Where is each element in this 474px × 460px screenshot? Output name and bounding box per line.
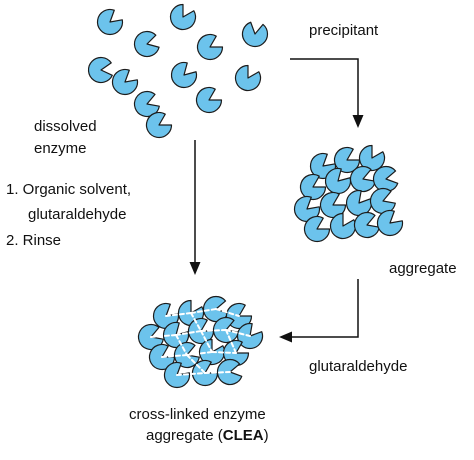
crosslink-bond [225, 329, 251, 337]
crosslink-bond [190, 312, 202, 332]
aggregate-enzyme-icon [345, 189, 373, 217]
aggregate-enzyme-icon [353, 211, 380, 239]
dissolved-label: dissolved [34, 118, 97, 135]
step-1-label: 1. Organic solvent, [6, 181, 132, 198]
crosslink-bond [211, 351, 237, 354]
glutaraldehyde-arrow-icon [292, 279, 359, 338]
dissolved-enzyme-icon [111, 68, 139, 96]
clea-caption-suffix: ) [263, 427, 269, 444]
aggregate-enzyme-icon [293, 195, 321, 223]
aggregate-enzyme-group [293, 144, 404, 243]
crosslink-bond [225, 329, 237, 354]
dissolved-enzyme-icon [145, 111, 173, 139]
dissolved-enzyme-icon [170, 61, 198, 89]
crosslink-bond [150, 334, 177, 338]
aggregate-enzyme-icon [369, 187, 396, 215]
dissolved-enzyme-icon [234, 64, 262, 92]
crosslink-bond [186, 351, 213, 356]
arrow-group [189, 58, 364, 343]
clea-caption-prefix: aggregate ( [146, 427, 223, 444]
crosslink-bond [190, 308, 217, 314]
crosslink-bond [175, 334, 188, 356]
dissolved-enzyme-group [87, 3, 269, 139]
dissolved-enzyme-icon [169, 3, 197, 31]
crosslink-bond [165, 312, 192, 317]
crosslink-bond [186, 354, 206, 374]
dissolved-enzyme-icon [195, 86, 223, 114]
dissolved-enzyme-icon [96, 8, 124, 36]
enzyme-label: enzyme [34, 140, 87, 157]
aggregate-enzyme-icon [349, 165, 376, 193]
aggregate-label: aggregate [389, 260, 457, 277]
precipitant-arrow-icon [290, 58, 359, 115]
aggregate-enzyme-icon [299, 173, 327, 201]
crosslink-bond [215, 308, 240, 317]
precipitant-label: precipitant [309, 22, 379, 39]
aggregate-enzyme-icon [303, 215, 331, 243]
step-1-reagent-label: glutaraldehyde [28, 206, 127, 223]
step-2-label: 2. Rinse [6, 232, 62, 249]
dissolved-enzyme-icon [241, 21, 269, 48]
crosslink-group [150, 308, 251, 376]
precipitant-arrowhead-icon [352, 115, 364, 128]
crosslink-bond [176, 372, 206, 376]
glutaraldehyde-label: glutaraldehyde [309, 358, 408, 375]
clea-caption-line-1: cross-linked enzyme [129, 406, 266, 423]
crosslink-bond [200, 329, 227, 332]
aggregate-enzyme-icon [324, 167, 352, 195]
dissolved-enzyme-icon [133, 30, 160, 58]
aggregate-enzyme-icon [329, 212, 357, 240]
aggregate-enzyme-icon [372, 165, 399, 193]
crosslink-bond [175, 330, 202, 336]
dissolved-enzyme-icon [196, 33, 224, 61]
clea-acronym: CLEA [222, 427, 264, 444]
crosslink-bond [161, 354, 188, 358]
glutaraldehyde-arrowhead-icon [279, 331, 292, 343]
aggregate-enzyme-icon [333, 146, 361, 174]
crosslink-bond [200, 330, 213, 353]
crosslink-arrowhead-icon [189, 262, 201, 275]
aggregate-enzyme-icon [376, 209, 404, 237]
aggregate-enzyme-icon [319, 191, 347, 219]
crosslink-bond [204, 371, 231, 374]
dissolved-enzyme-icon [87, 56, 113, 84]
clea-caption-line-2: aggregate (CLEA) [146, 426, 269, 445]
